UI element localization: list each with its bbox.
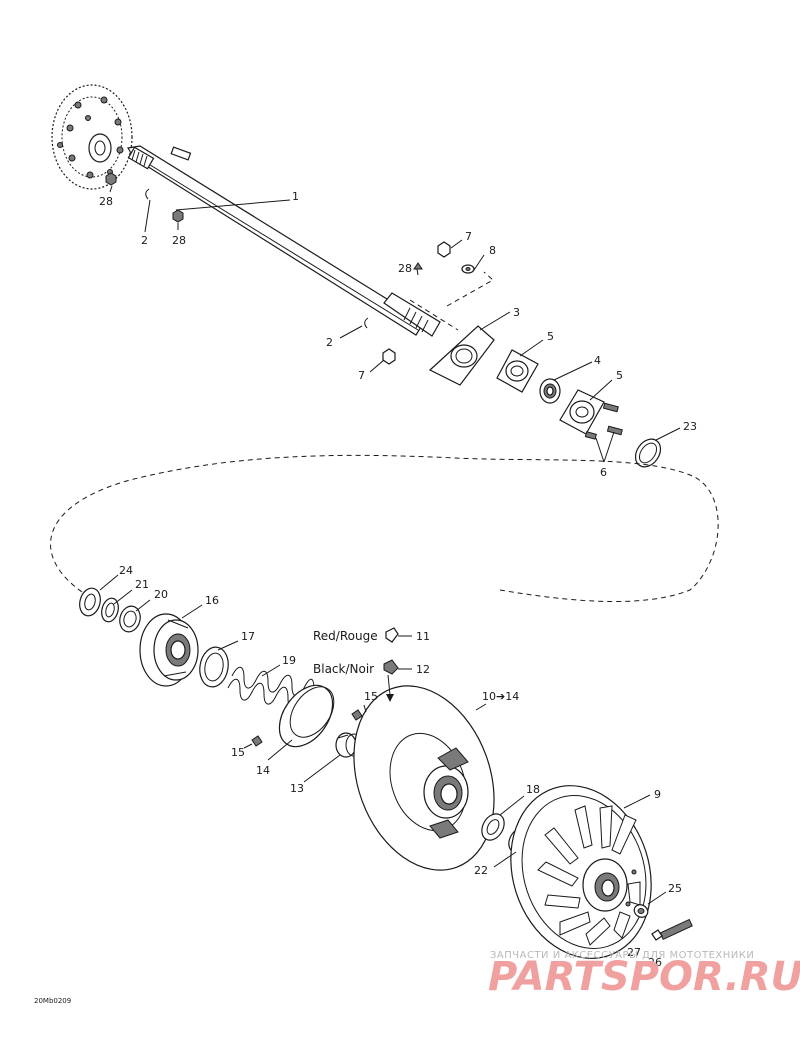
callout-2-top: 2 xyxy=(141,234,148,247)
slider-15-a xyxy=(251,735,263,747)
callout-8: 8 xyxy=(489,244,496,257)
circlip-right xyxy=(364,317,369,329)
sliding-sheave xyxy=(353,685,495,871)
callout-22: 22 xyxy=(474,864,488,877)
callout-12: 12 xyxy=(416,663,430,676)
callout-13: 13 xyxy=(290,782,304,795)
nut-7-bottom xyxy=(382,348,396,365)
callout-4: 4 xyxy=(594,354,601,367)
bearing-flange-5b xyxy=(559,389,605,435)
washer-17 xyxy=(199,646,229,688)
callout-15-top: 15 xyxy=(364,690,378,703)
callout-14: 14 xyxy=(256,764,270,777)
bolt-26 xyxy=(659,918,693,941)
callout-25: 25 xyxy=(668,882,682,895)
callout-17: 17 xyxy=(241,630,255,643)
nut-7-top xyxy=(437,241,451,258)
ring-20 xyxy=(119,605,141,633)
callout-2-bottom: 2 xyxy=(326,336,333,349)
callout-7-top: 7 xyxy=(465,230,472,243)
set-screw-red xyxy=(385,627,399,643)
callout-11: 11 xyxy=(416,630,430,643)
brake-disc xyxy=(51,84,133,190)
label-red-rouge: Red/Rouge xyxy=(313,629,378,643)
callout-28-c: 28 xyxy=(398,262,412,275)
cover-14 xyxy=(278,684,335,748)
figure-reference: 20Mb0209 xyxy=(34,997,71,1005)
grease-28-c xyxy=(413,262,423,270)
shim-21 xyxy=(101,597,119,623)
callout-15-left: 15 xyxy=(231,746,245,759)
slider-15-b xyxy=(351,709,363,721)
callout-21: 21 xyxy=(135,578,149,591)
cam-16 xyxy=(139,613,199,687)
set-screw-black xyxy=(383,659,399,675)
washer-27 xyxy=(651,929,663,941)
callout-28-b: 28 xyxy=(172,234,186,247)
callout-5-b: 5 xyxy=(616,369,623,382)
callout-16: 16 xyxy=(205,594,219,607)
ring-23 xyxy=(634,438,662,468)
callout-7-bottom: 7 xyxy=(358,369,365,382)
nut-28-b xyxy=(172,209,184,223)
bolts-6 xyxy=(584,402,623,440)
label-black-noir: Black/Noir xyxy=(313,662,374,676)
watermark-logo: PARTSPOR.RU xyxy=(488,954,800,1000)
callout-27: 27 xyxy=(627,946,641,959)
washer-24 xyxy=(79,587,101,617)
callout-19: 19 xyxy=(282,654,296,667)
bearing-flange-5a xyxy=(496,349,539,393)
nut-28-a xyxy=(105,172,117,186)
callout-6: 6 xyxy=(600,466,607,479)
watermark-caption: ЗАПЧАСТИ И АКСЕССУАРЫ ДЛЯ МОТОТЕХНИКИ xyxy=(490,950,754,961)
callout-24: 24 xyxy=(119,564,133,577)
callout-10-14: 10➔14 xyxy=(482,690,519,703)
callout-1: 1 xyxy=(292,190,299,203)
bearing-4 xyxy=(539,378,561,404)
belt-path xyxy=(50,454,719,603)
callout-26: 26 xyxy=(648,956,662,969)
callout-3: 3 xyxy=(513,306,520,319)
circlip-left xyxy=(145,188,150,200)
callout-9: 9 xyxy=(654,788,661,801)
fixed-sheave xyxy=(510,785,652,959)
callout-20: 20 xyxy=(154,588,168,601)
bearing-plate xyxy=(428,325,495,386)
callout-23: 23 xyxy=(683,420,697,433)
drive-axle xyxy=(127,145,441,337)
callout-28-a: 28 xyxy=(99,195,113,208)
callout-18: 18 xyxy=(526,783,540,796)
callout-5-a: 5 xyxy=(547,330,554,343)
